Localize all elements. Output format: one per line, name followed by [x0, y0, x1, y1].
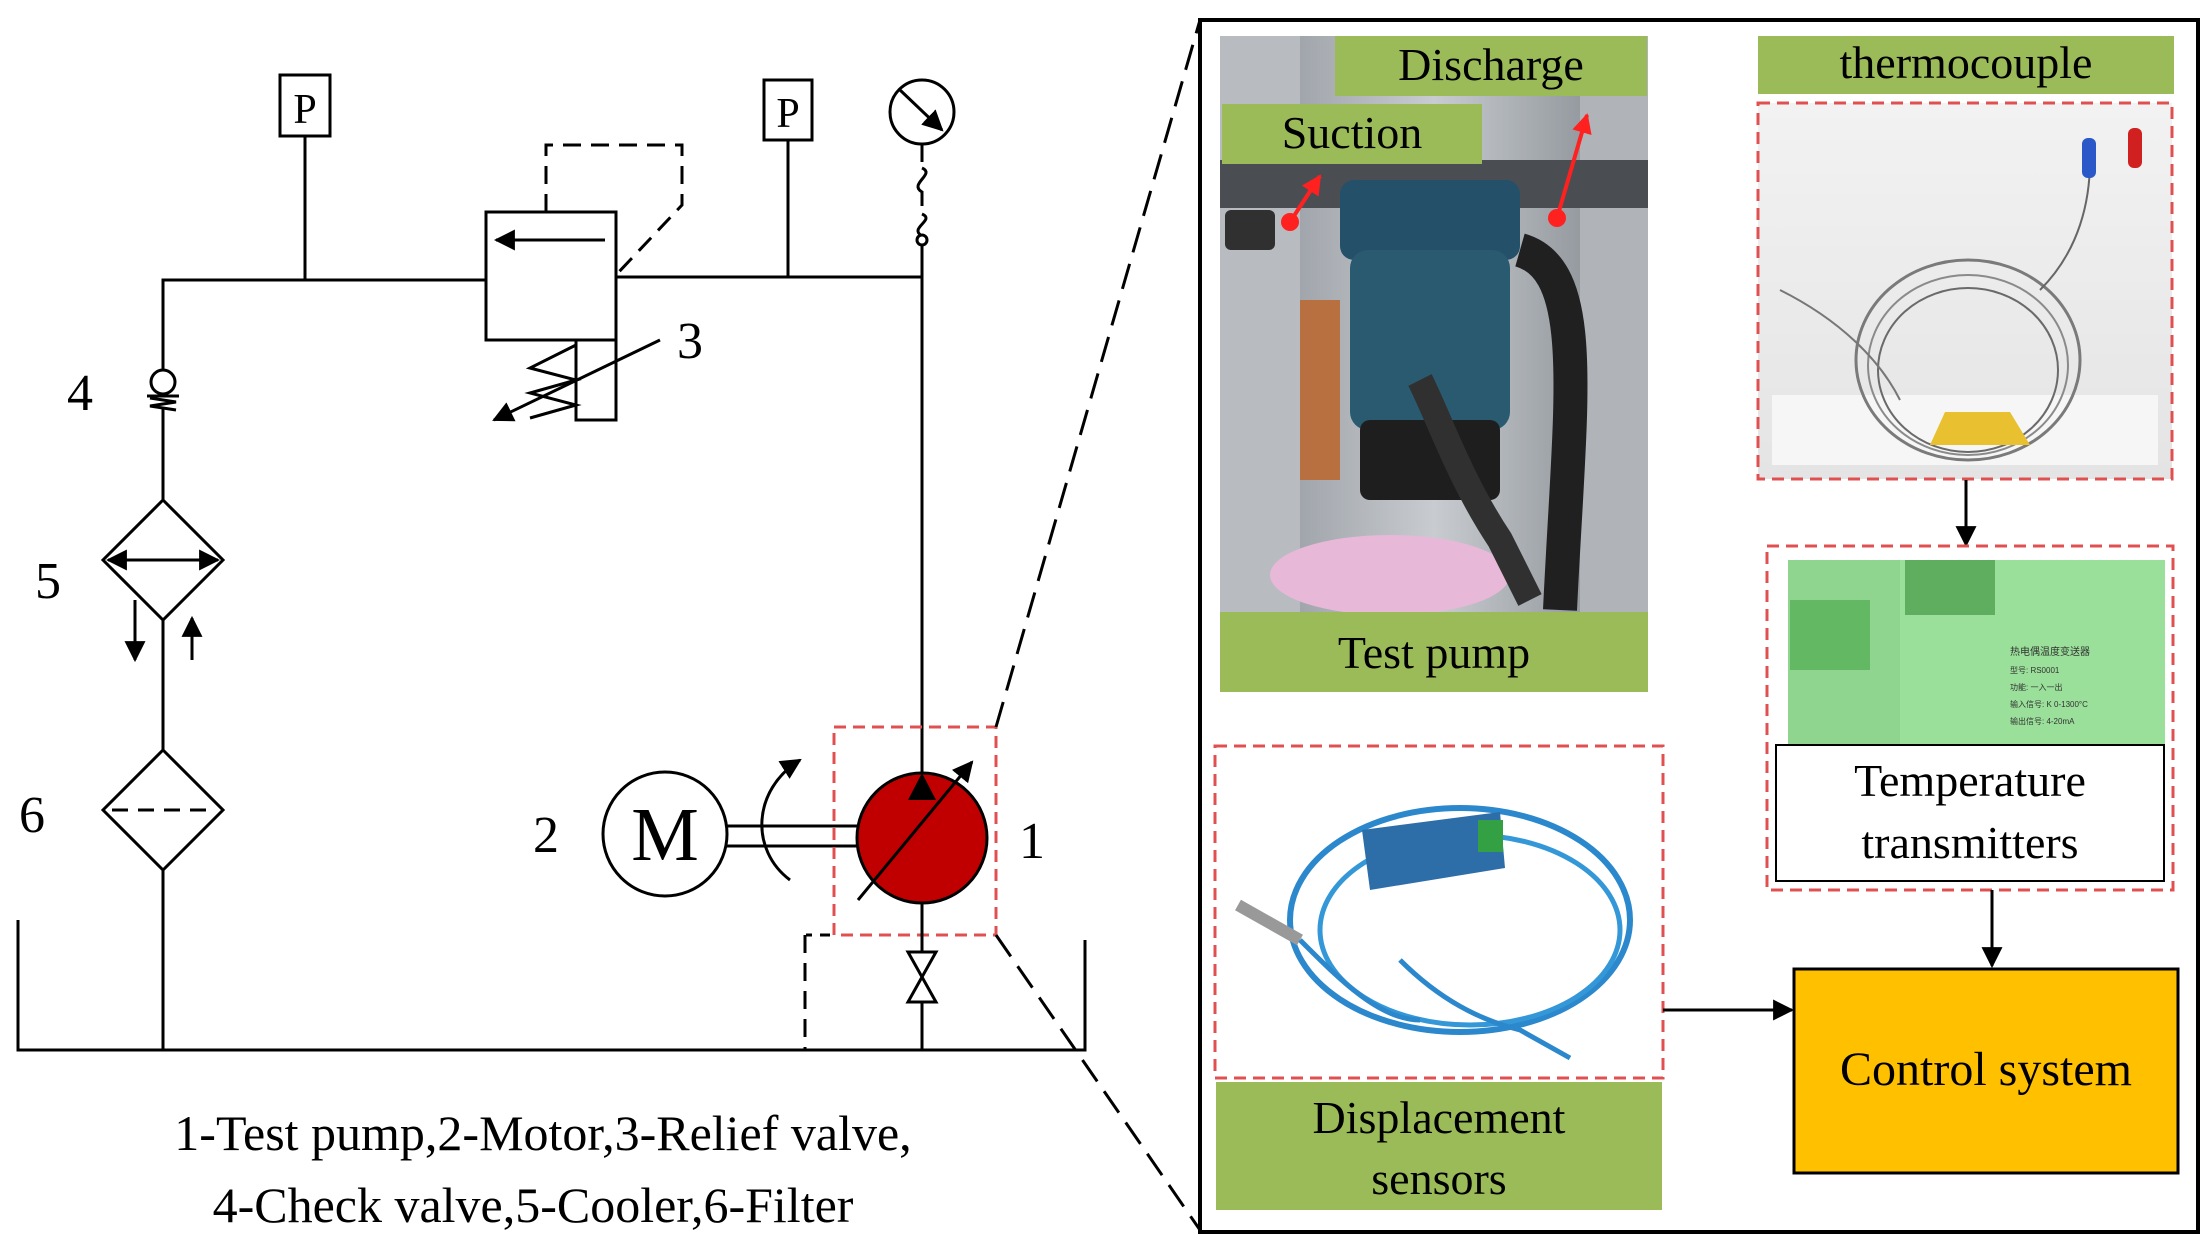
- transmitter-text-0: 热电偶温度变送器: [2010, 645, 2090, 658]
- discharge-label: Discharge: [1398, 39, 1584, 90]
- hydraulic-schematic: [16, 136, 1087, 1052]
- test-pump-highlight-box: [832, 725, 998, 937]
- component-number-3: 3: [677, 313, 703, 370]
- temperature-transmitters-label-box: [1775, 744, 2165, 882]
- check-valve-symbol: [147, 368, 179, 412]
- component-number-5: 5: [35, 553, 61, 610]
- pipe-top-line: [161, 275, 922, 372]
- displacement-sensors-label-1: Displacement: [1313, 1092, 1566, 1143]
- control-system-label: Control system: [1840, 1043, 2132, 1096]
- pressure-gauge-right: P: [762, 78, 814, 142]
- transmitter-text-4: 输出信号: 4-20mA: [2010, 716, 2075, 726]
- transmitter-text-2: 功能: 一入一出: [2010, 682, 2062, 692]
- transmitter-text-3: 输入信号: K 0-1300°C: [2010, 699, 2088, 709]
- thermocouple-photo: [1756, 101, 2174, 481]
- relief-valve-symbol: [484, 143, 684, 422]
- component-number-2: 2: [533, 807, 559, 864]
- filter-symbol: [100, 747, 226, 873]
- displacement-sensors-photo: [1213, 744, 1665, 1080]
- control-system-box: [1792, 967, 2180, 1175]
- zoom-line-bottom: [994, 934, 1202, 1231]
- thermocouple-label-box: [1758, 36, 2174, 94]
- discharge-label-box: [1335, 36, 1647, 96]
- suction-label: Suction: [1282, 107, 1423, 158]
- tank-outline: [16, 920, 1087, 1052]
- test-pump-label-box: [1220, 612, 1648, 692]
- motor-symbol-label: M: [631, 793, 699, 877]
- component-number-4: 4: [67, 365, 93, 422]
- legend-line-1: 1-Test pump,2-Motor,3-Relief valve,: [174, 1105, 911, 1161]
- component-number-1: 1: [1019, 813, 1045, 870]
- pressure-gauge-left-label: P: [293, 87, 316, 133]
- transmitter-text-1: 型号: RS0001: [2010, 666, 2060, 675]
- displacement-sensors-label-2: sensors: [1371, 1153, 1506, 1204]
- suction-label-box: [1222, 104, 1482, 164]
- thermocouple-label: thermocouple: [1840, 37, 2093, 88]
- displacement-sensors-label-box: [1216, 1082, 1662, 1210]
- component-number-6: 6: [19, 787, 45, 844]
- zoom-line-top: [994, 19, 1202, 728]
- pressure-gauge-left: P: [278, 73, 332, 138]
- cooler-symbol: [100, 497, 226, 663]
- temperature-transmitters-label-1: Temperature: [1854, 755, 2086, 806]
- test-pump-label: Test pump: [1338, 627, 1530, 678]
- temperature-transmitters-label-2: transmitters: [1861, 817, 2078, 868]
- pressure-gauge-right-label: P: [776, 91, 799, 137]
- test-pump-symbol: [803, 725, 998, 1050]
- legend-line-2: 4-Check valve,5-Cooler,6-Filter: [213, 1177, 854, 1233]
- motor-symbol: [601, 758, 860, 898]
- dial-gauge-icon: [888, 78, 956, 247]
